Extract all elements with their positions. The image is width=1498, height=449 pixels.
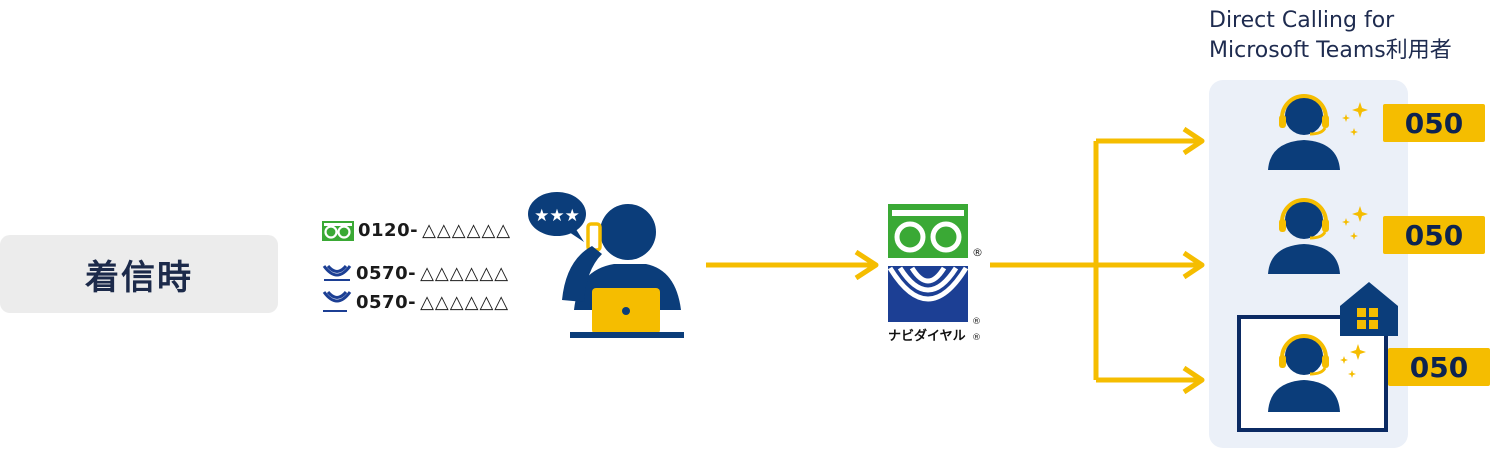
branch-arrows xyxy=(990,126,1205,395)
headset-user-icon xyxy=(1268,94,1368,170)
freedial-logo-icon xyxy=(888,204,968,258)
registered-mark: ® xyxy=(972,246,983,259)
service-logos: ® ® ナビダイヤル ® xyxy=(887,204,983,344)
navidial-icon xyxy=(322,290,352,312)
number-badge: 050 xyxy=(1388,348,1490,386)
headset-user-icon xyxy=(1268,334,1366,412)
svg-text:®: ® xyxy=(972,317,981,327)
number-masked: △△△△△△ xyxy=(422,220,512,241)
number-row-navidial-2: 0570- △△△△△△ xyxy=(322,290,509,314)
incoming-call-box: 着信時 xyxy=(0,235,278,313)
number-masked: △△△△△△ xyxy=(420,262,510,284)
navidial-icon xyxy=(322,264,352,281)
rating-stars: ★★★ xyxy=(534,206,580,226)
navidial-logo-icon xyxy=(887,266,969,322)
number-prefix: 0570- xyxy=(356,262,417,284)
number-badge: 050 xyxy=(1383,104,1485,142)
number-badge: 050 xyxy=(1383,216,1485,254)
navidial-logo-text: ナビダイヤル xyxy=(888,328,966,344)
arrow-to-service xyxy=(706,250,879,280)
incoming-call-label: 着信時 xyxy=(85,257,193,298)
caller-illustration: ★★★ xyxy=(528,192,684,338)
home-icon xyxy=(1340,282,1398,336)
speech-bubble-icon: ★★★ xyxy=(528,192,586,242)
panel-title: Direct Calling for Microsoft Teams利用者 xyxy=(1209,6,1498,66)
number-row-navidial-1: 0570- △△△△△△ xyxy=(322,262,509,284)
number-prefix: 0570- xyxy=(356,291,417,313)
panel-title-line1: Direct Calling for xyxy=(1209,8,1395,33)
freedial-icon xyxy=(322,220,354,241)
panel-title-line2: Microsoft Teams利用者 xyxy=(1209,38,1452,63)
headset-user-icon xyxy=(1268,198,1368,274)
number-masked: △△△△△△ xyxy=(420,291,510,313)
number-prefix: 0120- xyxy=(358,220,419,241)
svg-text:®: ® xyxy=(972,333,981,343)
number-row-freedial: 0120- △△△△△△ xyxy=(322,220,511,241)
